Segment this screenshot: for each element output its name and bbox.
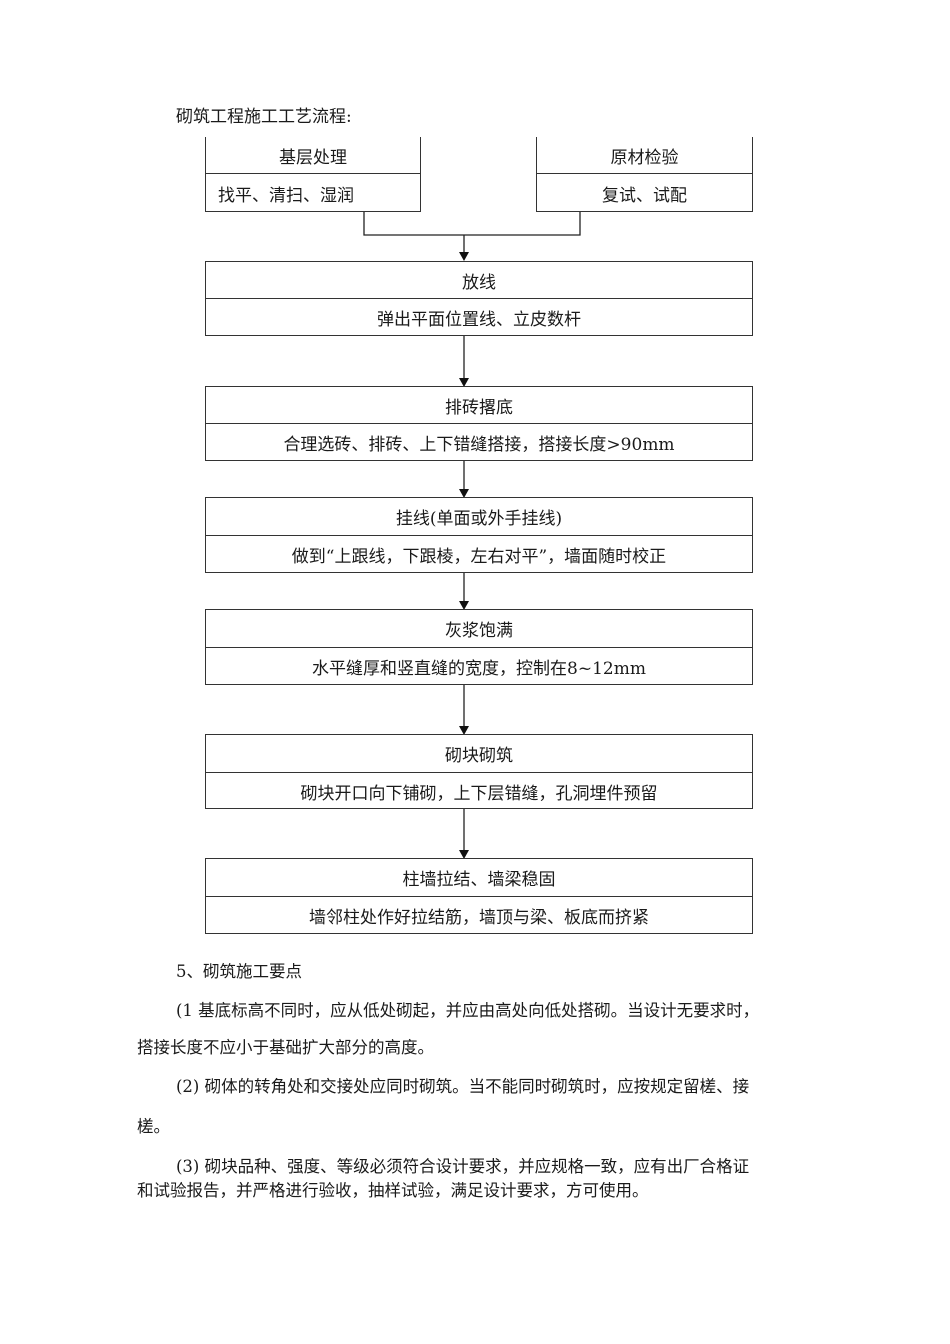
box-detail: 找平、清扫、湿润	[206, 173, 420, 212]
section-heading: 5、砌筑施工要点	[176, 962, 302, 981]
flow-box-step-4: 灰浆饱满 水平缝厚和竖直缝的宽度，控制在8~12mm	[205, 609, 753, 685]
flow-box-material-inspection: 原材检验 复试、试配	[536, 137, 753, 212]
flow-box-step-6: 柱墙拉结、墙梁稳固 墙邻柱处作好拉结筋，墙顶与梁、板底而挤紧	[205, 858, 753, 934]
paragraph-3-line-1: (3) 砌块品种、强度、等级必须符合设计要求，并应规格一致，应有出厂合格证	[176, 1157, 750, 1176]
connector-right-input	[464, 211, 581, 236]
paragraph-1-line-2: 搭接长度不应小于基础扩大部分的高度。	[137, 1038, 434, 1057]
box-detail: 水平缝厚和竖直缝的宽度，控制在8~12mm	[206, 647, 752, 685]
paragraph-2-line-2: 槎。	[137, 1117, 170, 1136]
arrow-head	[459, 601, 469, 610]
flowchart-title: 砌筑工程施工工艺流程:	[176, 107, 352, 127]
box-heading: 基层处理	[279, 147, 347, 168]
box-heading: 放线	[462, 272, 496, 293]
box-heading: 砌块砌筑	[445, 746, 513, 766]
flow-box-step-2: 排砖撂底 合理选砖、排砖、上下错缝搭接，搭接长度>90mm	[205, 386, 753, 461]
box-heading: 排砖撂底	[445, 397, 513, 418]
arrow-head	[459, 726, 469, 735]
box-heading: 灰浆饱满	[445, 621, 513, 641]
flow-box-step-1: 放线 弹出平面位置线、立皮数杆	[205, 261, 753, 336]
box-detail: 做到“上跟线，下跟棱，左右对平”，墙面随时校正	[206, 535, 752, 573]
flow-box-step-3: 挂线(单面或外手挂线) 做到“上跟线，下跟棱，左右对平”，墙面随时校正	[205, 497, 753, 573]
box-heading: 挂线(单面或外手挂线)	[395, 509, 563, 529]
box-detail: 复试、试配	[537, 173, 752, 212]
box-detail: 砌块开口向下铺砌，上下层错缝，孔洞埋件预留	[206, 772, 752, 809]
arrow-head	[459, 850, 469, 859]
box-detail: 合理选砖、排砖、上下错缝搭接，搭接长度>90mm	[206, 423, 752, 461]
flow-box-base-treatment: 基层处理 找平、清扫、湿润	[205, 137, 421, 212]
box-heading: 原材检验	[610, 147, 679, 168]
arrow-head	[459, 378, 469, 387]
paragraph-1-line-1: (1 基底标高不同时，应从低处砌起，并应由高处向低处搭砌。当设计无要求时，	[176, 1001, 760, 1020]
box-heading: 柱墙拉结、墙梁稳固	[402, 870, 556, 890]
connector-left-input	[363, 211, 464, 236]
box-detail: 墙邻柱处作好拉结筋，墙顶与梁、板底而挤紧	[206, 896, 752, 934]
paragraph-3-line-2: 和试验报告，并严格进行验收，抽样试验，满足设计要求，方可使用。	[137, 1181, 649, 1200]
arrow-head	[459, 252, 469, 261]
arrow-head	[459, 489, 469, 498]
box-detail: 弹出平面位置线、立皮数杆	[206, 298, 752, 336]
paragraph-2-line-1: (2) 砌体的转角处和交接处应同时砌筑。当不能同时砌筑时，应按规定留槎、接	[176, 1077, 750, 1096]
flow-box-step-5: 砌块砌筑 砌块开口向下铺砌，上下层错缝，孔洞埋件预留	[205, 734, 753, 809]
